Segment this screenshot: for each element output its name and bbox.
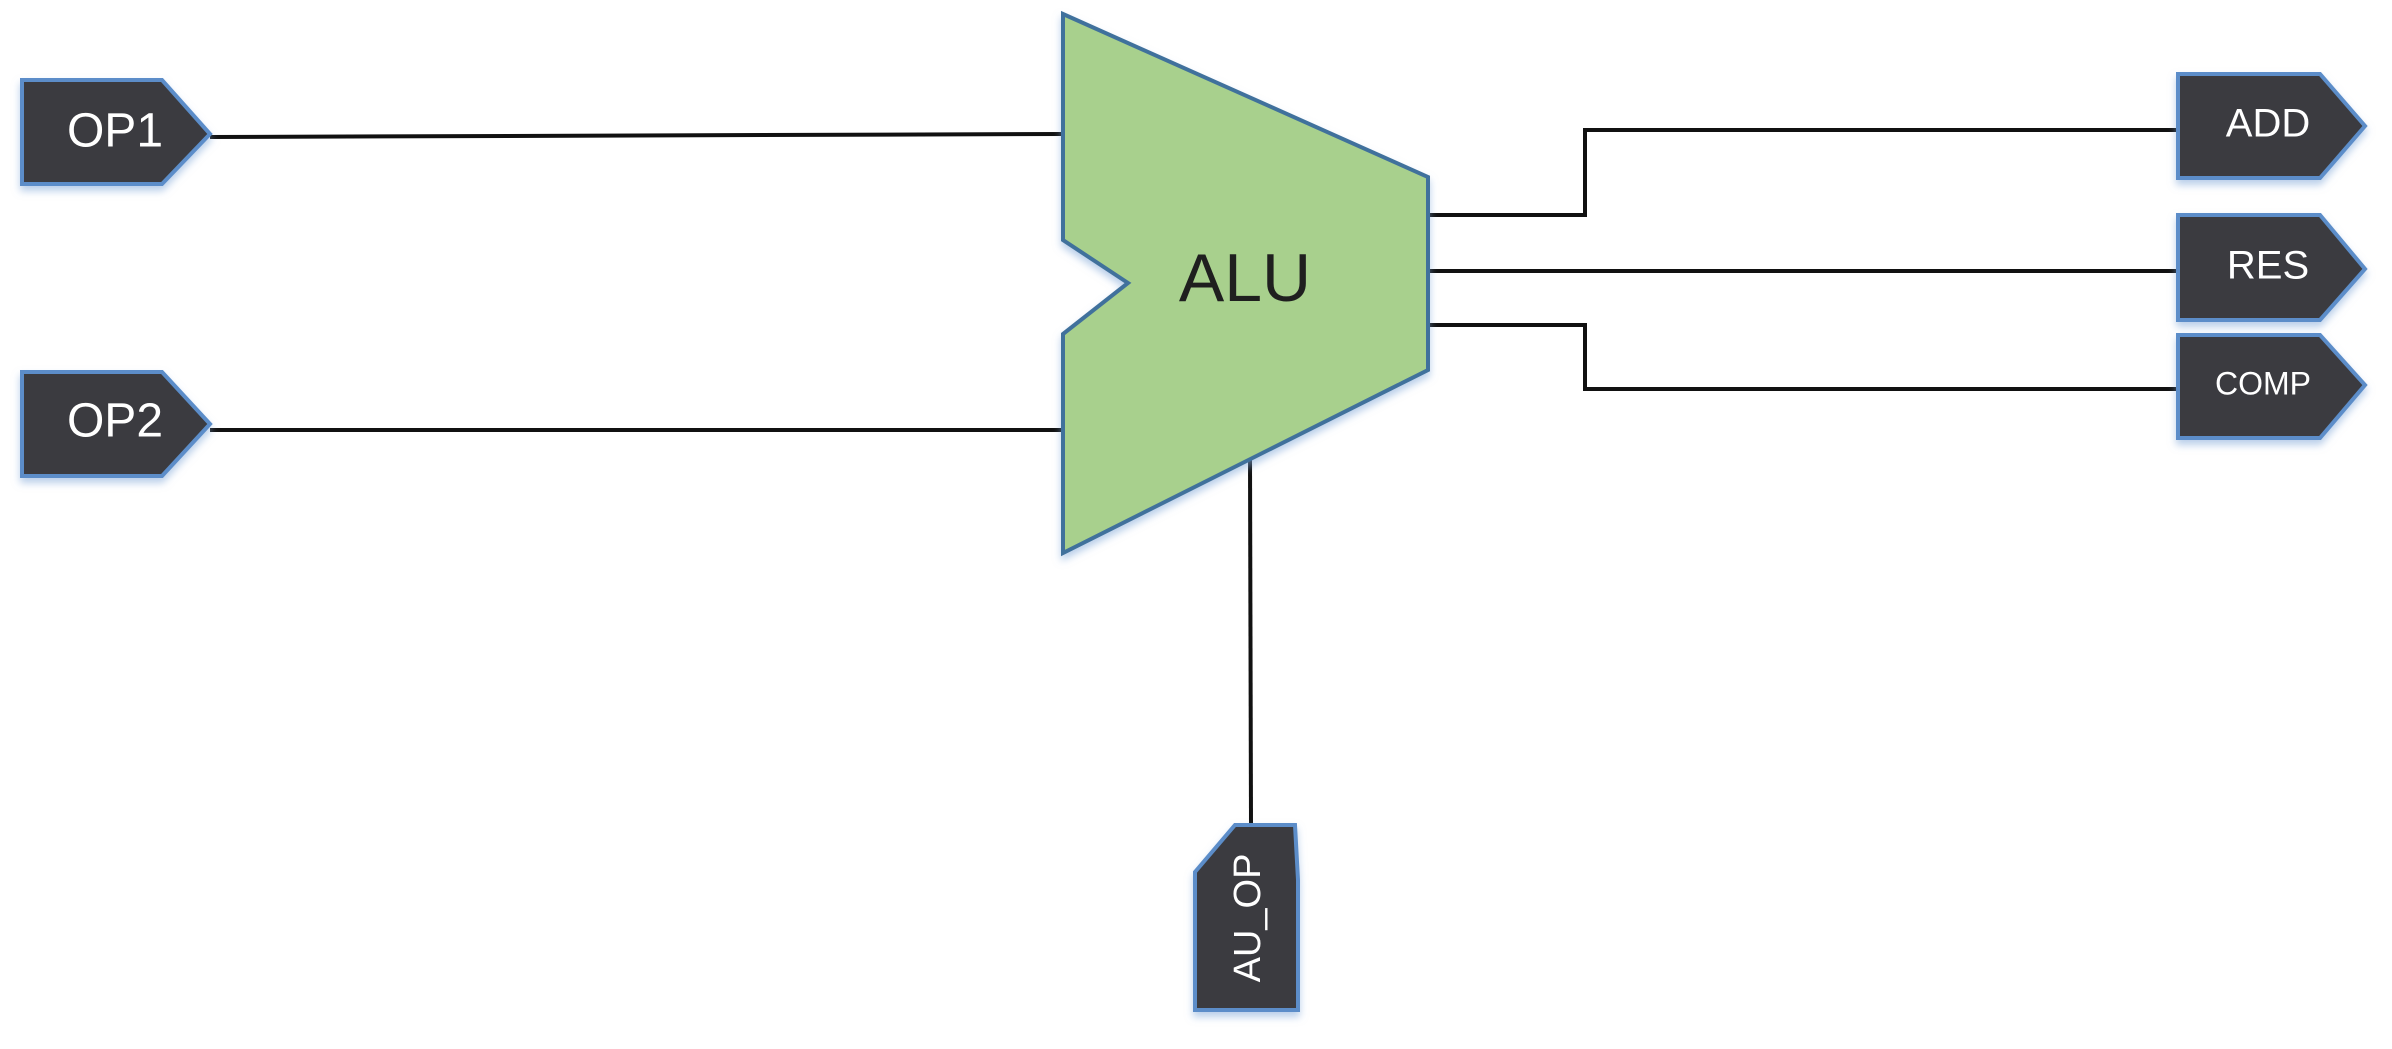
op1-port (20, 78, 213, 186)
res-label: RES (2227, 244, 2309, 288)
op1-label: OP1 (67, 105, 163, 158)
au-op-port (1193, 823, 1300, 1012)
comp-port (2176, 333, 2368, 440)
op2-port (20, 370, 213, 478)
au-op-label: AU_OP (1227, 854, 1269, 983)
alu-shape (1061, 10, 1430, 557)
alu-block (1061, 10, 1430, 557)
add-label: ADD (2226, 102, 2310, 146)
op1-wire (209, 132, 1064, 139)
add-wire (1428, 128, 2178, 217)
alu-label: ALU (1179, 240, 1311, 316)
comp-wire (1428, 323, 2178, 391)
res-port (2176, 213, 2368, 322)
op2-label: OP2 (67, 395, 163, 448)
add-port (2176, 72, 2368, 180)
comp-label: COMP (2215, 365, 2311, 401)
au-op-wire (1248, 457, 1253, 826)
